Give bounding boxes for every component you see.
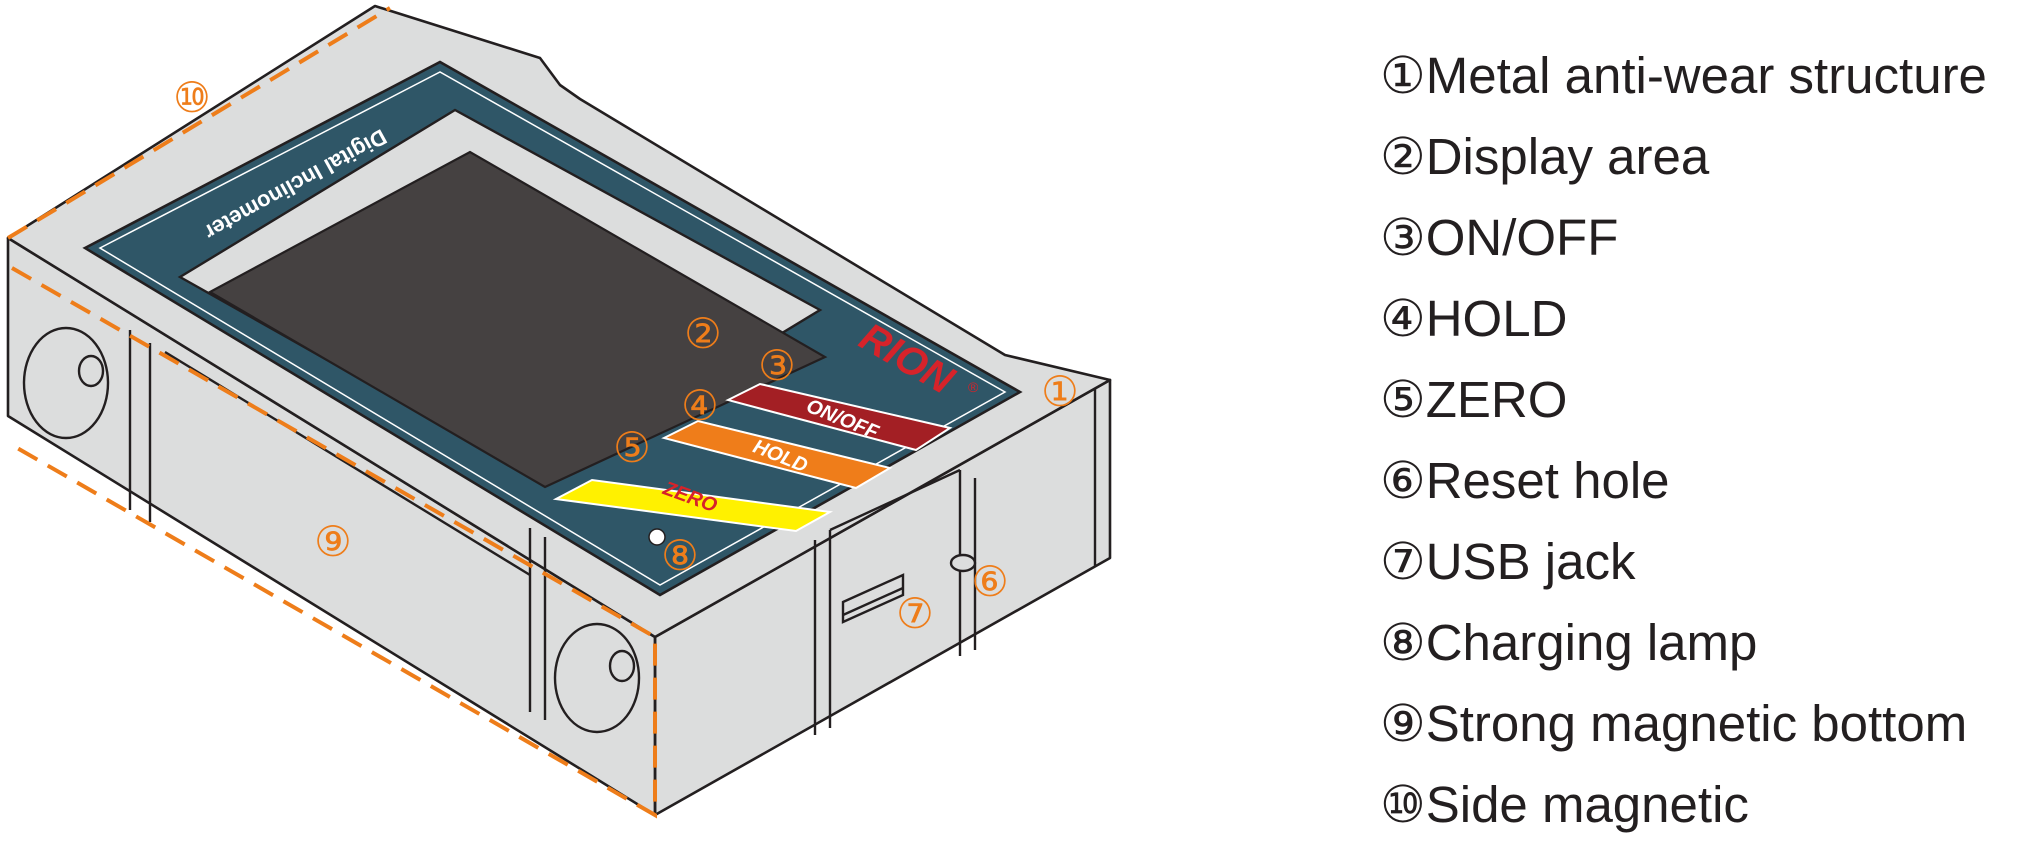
legend-item-metal-structure: ①Metal anti-wear structure (1380, 47, 1987, 104)
legend-item-hold: ④HOLD (1380, 290, 1568, 347)
reset-hole (949, 553, 977, 573)
side-magnetic-outline (6, 6, 392, 240)
magnetic-bottom-outline (11, 266, 657, 819)
callout-5: ⑤ (613, 424, 651, 471)
inclinometer-diagram: Digital Inclinometer RION ® ON/OFF HOLD … (6, 4, 1112, 819)
panel-inner-rim (98, 71, 1007, 586)
legend-list: ①Metal anti-wear structure ②Display area… (1380, 40, 1987, 850)
callout-7: ⑦ (896, 590, 934, 637)
left-mount-hole (22, 326, 110, 440)
legend-item-reset-hole: ⑥Reset hole (1380, 452, 1670, 509)
legend-item-display-area: ②Display area (1380, 128, 1710, 185)
callout-4: ④ (681, 382, 719, 429)
legend-item-zero: ⑤ZERO (1380, 371, 1568, 428)
callout-10: ⑩ (173, 74, 211, 121)
callout-outlines (6, 6, 657, 819)
legend-item-magnetic-bottom: ⑨Strong magnetic bottom (1380, 695, 1968, 752)
legend-item-charging-lamp: ⑧Charging lamp (1380, 614, 1758, 671)
callout-3: ③ (758, 342, 796, 389)
legend-item-on-off: ③ON/OFF (1380, 209, 1619, 266)
callout-2: ② (684, 310, 722, 357)
legend-item-usb-jack: ⑦USB jack (1380, 533, 1636, 590)
callout-9: ⑨ (314, 518, 352, 565)
usb-jack (841, 573, 905, 624)
callout-6: ⑥ (971, 558, 1009, 605)
display-screen (207, 150, 828, 489)
callout-8: ⑧ (661, 532, 699, 579)
right-mount-hole (553, 622, 641, 734)
callout-1: ① (1041, 368, 1079, 415)
registered-mark: ® (968, 379, 979, 395)
legend-item-side-magnetic: ⑩Side magnetic (1380, 776, 1749, 833)
charging-lamp (648, 528, 666, 546)
